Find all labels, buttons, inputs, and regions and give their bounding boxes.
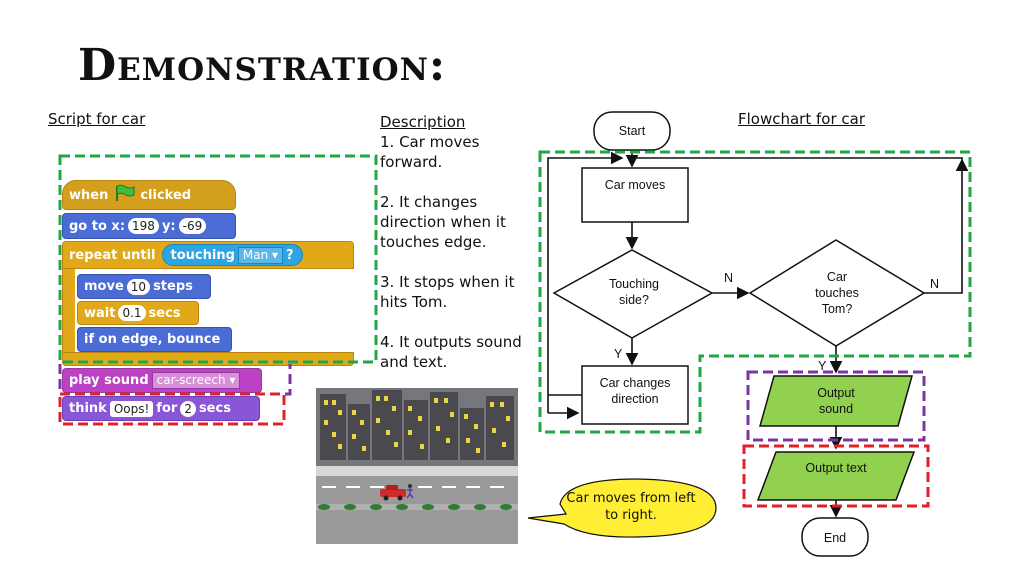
speech-text: Car moves from left to right. bbox=[566, 491, 696, 523]
flowchart-purple-dashed-box bbox=[746, 370, 926, 442]
sound-dropdown[interactable]: car-screech ▾ bbox=[151, 372, 241, 389]
building-windows bbox=[324, 396, 510, 453]
city-scene bbox=[316, 388, 518, 544]
script-red-dashed-box bbox=[58, 392, 286, 426]
play-sound-block[interactable]: play sound car-screech ▾ bbox=[62, 368, 262, 393]
when-label: when bbox=[69, 187, 109, 203]
flowchart-heading: Flowchart for car bbox=[738, 110, 866, 128]
goto-x-input[interactable]: 198 bbox=[128, 218, 159, 234]
touching-block[interactable]: touching Man ▾ ? bbox=[161, 244, 303, 266]
stage-city-image bbox=[316, 388, 518, 544]
wait-label: wait bbox=[84, 305, 116, 321]
goto-y-input[interactable]: -69 bbox=[178, 218, 207, 234]
description-item: 2. It changes direction when it touches … bbox=[380, 193, 506, 251]
branch-label-n: N bbox=[930, 277, 939, 291]
car-moves-label: Car moves bbox=[605, 178, 665, 192]
script-heading: Script for car bbox=[48, 110, 146, 128]
description-heading: Description bbox=[380, 113, 466, 131]
slide-title: Demonstration: bbox=[78, 40, 447, 91]
script-green-dashed-box bbox=[58, 154, 378, 364]
touching-target-dropdown[interactable]: Man ▾ bbox=[237, 246, 284, 264]
output-text-label: Output text bbox=[805, 461, 867, 475]
wait-input[interactable]: 0.1 bbox=[118, 305, 146, 321]
end-node bbox=[801, 517, 869, 557]
start-label: Start bbox=[619, 124, 646, 138]
steps-label: steps bbox=[153, 279, 193, 294]
touching-side-label-1: Touching bbox=[609, 277, 659, 291]
description-panel: Description 1. Car moves forward. 2. It … bbox=[380, 112, 530, 392]
start-node bbox=[593, 111, 671, 151]
flowchart-green-dashed-box bbox=[538, 150, 972, 434]
car-touches-label-3: Tom? bbox=[822, 302, 853, 316]
car-changes-direction-node bbox=[581, 365, 689, 425]
move-label: move bbox=[84, 279, 124, 294]
think-secs-input[interactable]: 2 bbox=[180, 400, 196, 417]
speech-bubble bbox=[527, 478, 717, 538]
for-label: for bbox=[156, 401, 178, 416]
car-touches-tom-decision bbox=[748, 239, 926, 347]
car-changes-label-2: direction bbox=[611, 392, 658, 406]
car-touches-label-2: touches bbox=[815, 286, 859, 300]
repeat-until-block[interactable]: repeat until touching Man ▾ ? bbox=[62, 241, 354, 269]
touching-side-label-2: side? bbox=[619, 293, 649, 307]
description-item: 3. It stops when it hits Tom. bbox=[380, 273, 515, 311]
end-label: End bbox=[824, 531, 846, 545]
go-to-xy-block[interactable]: go to x: 198 y: -69 bbox=[62, 213, 236, 239]
output-text-node bbox=[756, 451, 916, 501]
think-text-input[interactable]: Oops! bbox=[109, 400, 154, 417]
man-sprite bbox=[406, 484, 414, 499]
car-moves-node bbox=[581, 167, 689, 223]
description-item: 1. Car moves forward. bbox=[380, 133, 480, 171]
play-sound-label: play sound bbox=[69, 373, 149, 388]
secs-label: secs bbox=[148, 305, 181, 321]
think-label: think bbox=[69, 401, 107, 416]
think-block[interactable]: think Oops! for 2 secs bbox=[62, 396, 260, 421]
repeat-until-label: repeat until bbox=[69, 247, 156, 263]
think-secs-label: secs bbox=[198, 401, 231, 416]
wait-block[interactable]: wait 0.1 secs bbox=[77, 301, 199, 325]
output-sound-node bbox=[759, 375, 913, 427]
repeat-until-arm bbox=[62, 269, 75, 355]
car-touches-label-1: Car bbox=[827, 270, 847, 284]
move-steps-block[interactable]: move 10 steps bbox=[77, 274, 211, 299]
touching-target-value: Man bbox=[242, 247, 269, 262]
when-flag-clicked-block[interactable]: when clicked bbox=[62, 180, 236, 210]
branch-label-y: Y bbox=[614, 347, 623, 361]
goto-y-label: y: bbox=[161, 218, 176, 234]
bounce-label: if on edge, bounce bbox=[84, 332, 221, 347]
car-changes-label-1: Car changes bbox=[600, 376, 671, 390]
touching-side-decision bbox=[552, 249, 714, 339]
goto-label: go to x: bbox=[69, 218, 126, 234]
flowchart-red-dashed-box bbox=[742, 444, 930, 508]
question-mark: ? bbox=[286, 247, 294, 263]
green-flag-icon bbox=[113, 184, 135, 206]
description-item: 4. It outputs sound and text. bbox=[380, 333, 522, 371]
bounce-block[interactable]: if on edge, bounce bbox=[77, 327, 232, 352]
output-sound-label-2: sound bbox=[819, 402, 853, 416]
touching-label: touching bbox=[170, 247, 235, 263]
move-steps-input[interactable]: 10 bbox=[126, 278, 151, 295]
output-sound-label-1: Output bbox=[817, 386, 855, 400]
sound-name: car-screech bbox=[156, 373, 226, 387]
branch-label-n: N bbox=[724, 271, 733, 285]
clicked-label: clicked bbox=[140, 187, 192, 203]
branch-label-y: Y bbox=[818, 359, 827, 373]
red-car-sprite bbox=[380, 485, 406, 501]
flowchart-connectors bbox=[547, 150, 969, 518]
